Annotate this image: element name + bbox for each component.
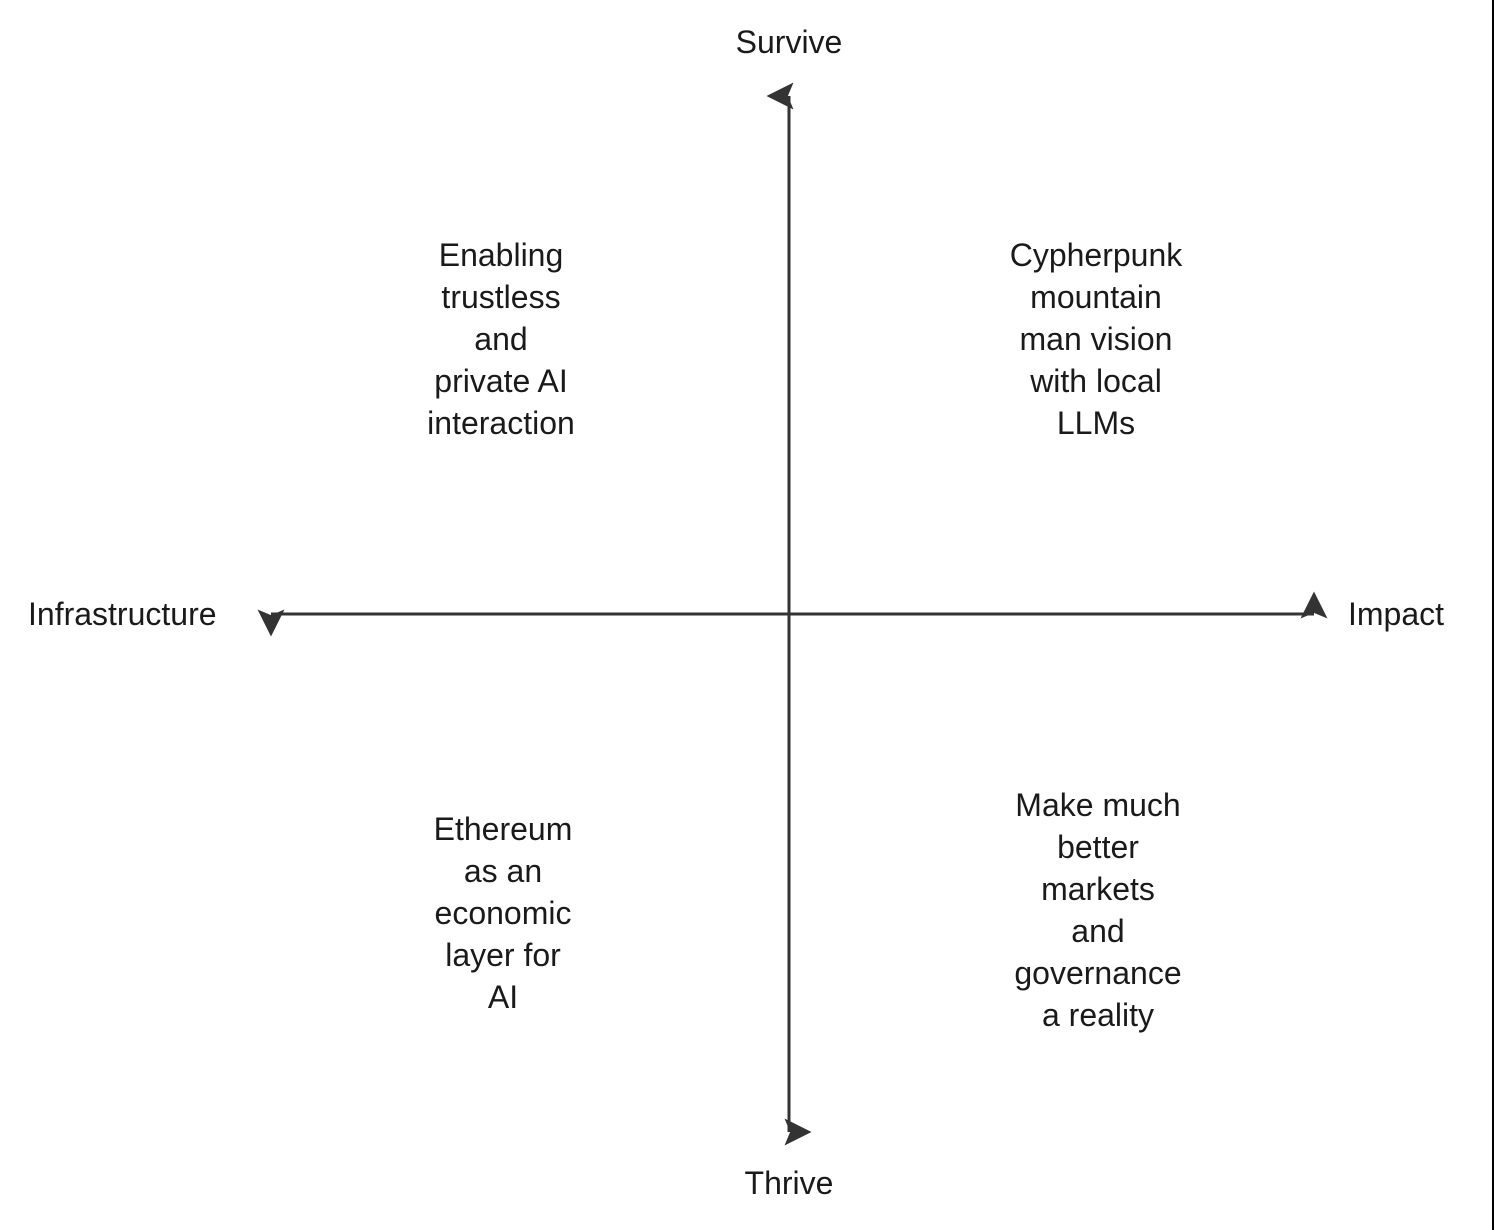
axis-label-right: Impact bbox=[1348, 596, 1445, 632]
axis-label-bottom: Thrive bbox=[744, 1165, 834, 1201]
quadrant-label-bottom-left: Ethereum as an economic layer for AI bbox=[433, 811, 573, 1015]
quadrant-label-top-right: Cypherpunk mountain man vision with loca… bbox=[1009, 237, 1183, 441]
axis-label-left: Infrastructure bbox=[28, 596, 217, 632]
quadrant-label-top-left: Enabling trustless and private AI intera… bbox=[427, 237, 575, 441]
axis-label-top: Survive bbox=[735, 24, 843, 60]
quadrant-label-bottom-right: Make much better markets and governance … bbox=[1014, 787, 1182, 1033]
